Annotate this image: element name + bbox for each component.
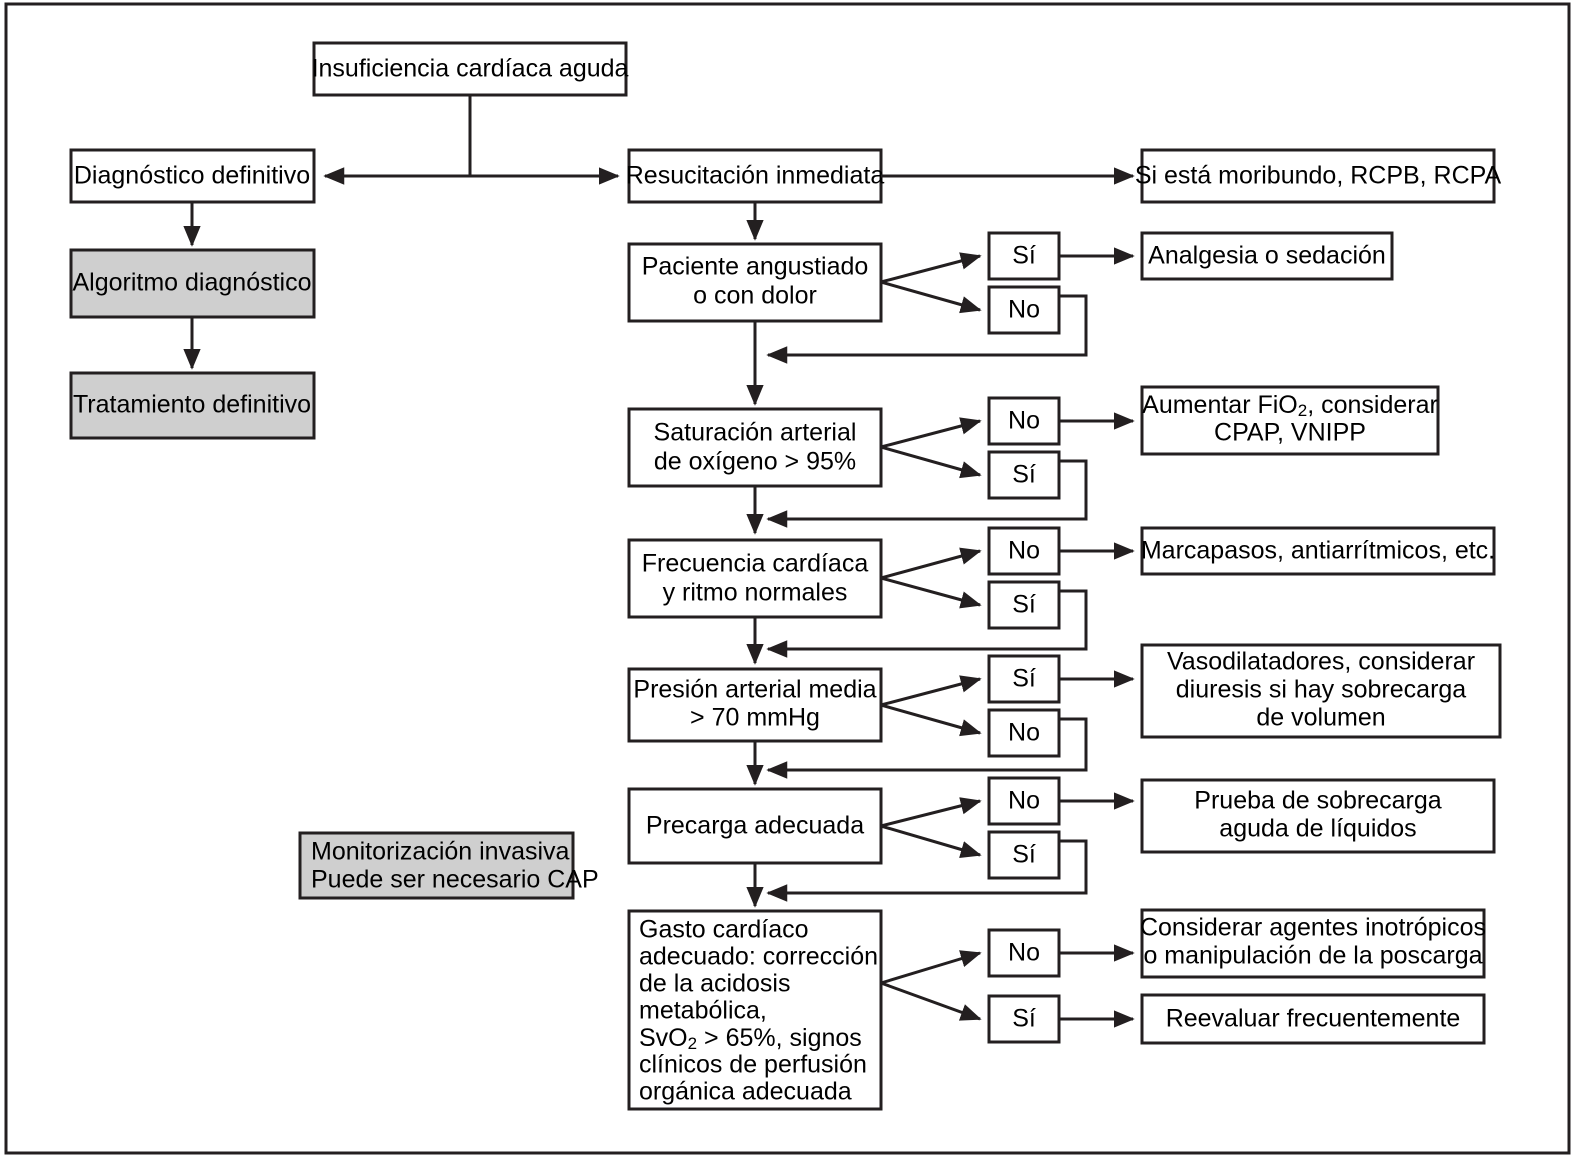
node-immediate-resuscitation <box>627 148 883 204</box>
decision-cardiac-output-yes-label: Sí <box>1012 1005 1036 1033</box>
connector-heart-rate-to-no <box>880 547 982 580</box>
decision-distress-yes <box>987 231 1061 281</box>
node-patient-distress-line1: Paciente angustiado <box>642 253 869 281</box>
decision-distress-no-label: No <box>1008 296 1040 324</box>
node-adequate-preload-label: Precarga adecuada <box>646 812 864 840</box>
node-fluid-challenge <box>1140 778 1496 854</box>
node-patient-distress-line2: o con dolor <box>693 282 817 310</box>
node-cardiac-output-line4: metabólica, <box>639 997 767 1025</box>
connector-preload-to-no <box>880 797 982 828</box>
decision-map-no-label: No <box>1008 719 1040 747</box>
connector-heart-rate-to-yes <box>880 576 982 609</box>
decision-map-no <box>987 708 1061 758</box>
decision-heart-rate-no-label: No <box>1008 537 1040 565</box>
node-mean-arterial-pressure-line1: Presión arterial media <box>633 676 876 704</box>
node-definitive-treatment-label: Tratamiento definitivo <box>73 391 311 419</box>
node-oxygen-saturation <box>627 407 883 488</box>
node-reassess-frequently <box>1140 993 1486 1045</box>
node-cardiac-output-line5: SvO2 > 65%, signos <box>639 1024 862 1054</box>
node-oxygen-saturation-line1: Saturación arterial <box>654 419 857 447</box>
decision-cardiac-output-no-label: No <box>1008 939 1040 967</box>
decision-preload-no-label: No <box>1008 787 1040 815</box>
node-adequate-preload <box>627 787 883 865</box>
node-invasive-monitoring <box>298 831 575 900</box>
decision-map-yes-label: Sí <box>1012 665 1036 693</box>
node-cardiac-output-line1: Gasto cardíaco <box>639 916 809 944</box>
connector-loopback-saturation <box>766 459 1088 528</box>
node-heart-rate-rhythm-line1: Frecuencia cardíaca <box>642 550 869 578</box>
node-heart-rate-rhythm <box>627 538 883 619</box>
decision-preload-yes-label: Sí <box>1012 841 1036 869</box>
decision-preload-yes <box>987 830 1061 880</box>
node-heart-rate-rhythm-line2: y ritmo normales <box>663 579 848 607</box>
node-cardiac-output-line3: de la acidosis <box>639 970 790 998</box>
decision-map-yes <box>987 654 1061 704</box>
node-mean-arterial-pressure <box>627 667 883 743</box>
node-inotropic-agents-line1: Considerar agentes inotrópicos <box>1140 914 1486 942</box>
svo2-base: SvO <box>639 1024 688 1052</box>
node-analgesia-sedation <box>1140 231 1394 281</box>
node-cardiac-output-line6: clínicos de perfusión <box>639 1051 867 1079</box>
connector-loopback-map <box>766 717 1088 779</box>
node-cardiac-output-line2: adecuado: corrección <box>639 943 878 971</box>
node-mean-arterial-pressure-line2: > 70 mmHg <box>690 704 820 732</box>
node-invasive-monitoring-line2: Puede ser necesario CAP <box>311 866 599 894</box>
connector-map-to-no <box>880 703 982 737</box>
node-fluid-challenge-line2: aguda de líquidos <box>1219 815 1416 843</box>
fio2-tail: , considerar <box>1307 391 1438 419</box>
node-vasodilators-line1: Vasodilatadores, considerar <box>1167 648 1475 676</box>
decision-saturation-no <box>987 396 1061 446</box>
node-increase-fio2 <box>1140 385 1440 456</box>
connector-distress-to-yes <box>880 252 982 284</box>
node-analgesia-sedation-label: Analgesia o sedación <box>1148 242 1386 270</box>
node-patient-distress <box>627 242 883 323</box>
node-diagnostic-algorithm-label: Algoritmo diagnóstico <box>72 269 311 297</box>
node-pacemaker-antiarrhythmics-label: Marcapasos, antiarrítmicos, etc. <box>1141 537 1495 565</box>
decision-heart-rate-yes-label: Sí <box>1012 591 1036 619</box>
node-vasodilators-line2: diuresis si hay sobrecarga <box>1176 676 1467 704</box>
node-oxygen-saturation-line2: de oxígeno > 95% <box>654 448 856 476</box>
svo2-subscript: 2 <box>688 1034 697 1053</box>
node-inotropic-agents-line2: o manipulación de la poscarga <box>1143 942 1482 970</box>
node-immediate-resuscitation-label: Resucitación inmediata <box>626 162 885 190</box>
connector-cardiac-output-to-no <box>880 950 982 985</box>
node-fluid-challenge-line1: Prueba de sobrecarga <box>1194 787 1441 815</box>
node-increase-fio2-line2: CPAP, VNIPP <box>1214 419 1366 447</box>
node-moribund-cpr-label: Si está moribundo, RCPB, RCPA <box>1135 162 1502 190</box>
connector-preload-to-yes <box>880 824 982 858</box>
decision-saturation-yes-label: Sí <box>1012 461 1036 489</box>
node-moribund-cpr <box>1140 148 1496 204</box>
connector-saturation-to-no <box>880 417 982 449</box>
node-pacemaker-antiarrhythmics <box>1140 526 1496 576</box>
node-definitive-treatment <box>69 371 316 440</box>
decision-distress-no <box>987 285 1061 335</box>
svo2-tail: > 65%, signos <box>697 1024 862 1052</box>
decision-saturation-no-label: No <box>1008 407 1040 435</box>
figure-border <box>4 2 1571 1155</box>
fio2-subscript: 2 <box>1298 401 1307 420</box>
connector-loopback-distress <box>766 294 1088 364</box>
node-invasive-monitoring-line1: Monitorización invasiva <box>311 838 570 866</box>
node-acute-heart-failure-label: Insuficiencia cardíaca aguda <box>312 55 629 83</box>
connector-distress-to-no <box>880 280 982 314</box>
decision-heart-rate-yes <box>987 580 1061 630</box>
decision-distress-yes-label: Sí <box>1012 242 1036 270</box>
connector-cardiac-output-to-yes <box>880 981 982 1021</box>
node-reassess-frequently-label: Reevaluar frecuentemente <box>1166 1005 1461 1033</box>
node-inotropic-agents <box>1140 908 1486 979</box>
connector-loopback-heart-rate <box>766 589 1088 658</box>
fio2-base: Aumentar FiO <box>1142 391 1298 419</box>
node-cardiac-output-line7: orgánica adecuada <box>639 1078 852 1106</box>
connector-map-to-yes <box>880 675 982 707</box>
node-vasodilators-line3: de volumen <box>1256 704 1385 732</box>
connector-saturation-to-yes <box>880 445 982 479</box>
node-cardiac-output <box>627 909 883 1111</box>
connector-loopback-preload <box>766 839 1088 902</box>
node-increase-fio2-line1: Aumentar FiO2, considerar <box>1142 391 1438 421</box>
node-vasodilators <box>1140 643 1502 739</box>
node-definitive-diagnosis-label: Diagnóstico definitivo <box>74 162 310 190</box>
decision-saturation-yes <box>987 450 1061 500</box>
